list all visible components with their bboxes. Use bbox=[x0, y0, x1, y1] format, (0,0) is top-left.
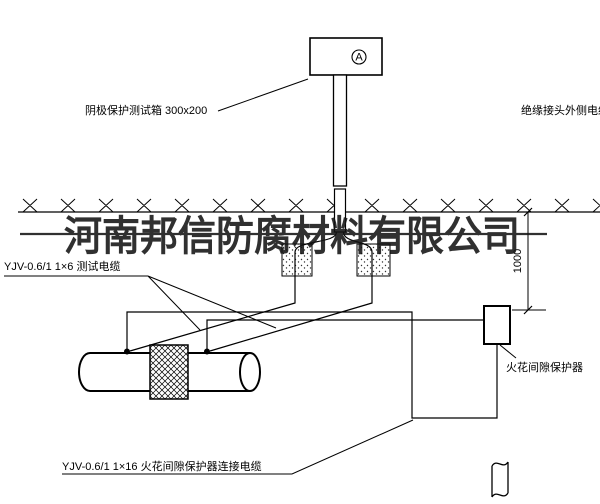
dimension-ticks bbox=[523, 207, 533, 315]
conduit-upper bbox=[332, 74, 348, 187]
spark-protector-label: 火花间隙保护器 bbox=[506, 360, 583, 374]
insulating-joint bbox=[149, 344, 189, 400]
test-cable-label: YJV-0.6/1 1×6 测试电缆 bbox=[4, 260, 120, 273]
pipe-left-cap bbox=[78, 352, 91, 392]
pipe-break-symbol bbox=[491, 461, 509, 498]
weld-point-left bbox=[124, 348, 130, 355]
test-box bbox=[309, 37, 383, 76]
test-box-label: 阴极保护测试箱 300x200 bbox=[85, 103, 207, 117]
test-cable-right bbox=[209, 231, 373, 352]
test-cable-left bbox=[129, 231, 338, 352]
leader-test-box bbox=[217, 78, 309, 112]
watermark-text: 河南邦信防腐材料有限公司 bbox=[64, 212, 520, 260]
weld-point-right bbox=[204, 348, 210, 355]
pipe-right-end bbox=[239, 352, 261, 392]
dimension-text: 1000 bbox=[512, 249, 524, 273]
concrete-block-right bbox=[356, 243, 391, 277]
conduit-lower bbox=[333, 188, 347, 233]
spark-gap-protector bbox=[483, 305, 511, 345]
leader-test-cable bbox=[4, 275, 277, 331]
concrete-block-left bbox=[281, 243, 313, 277]
outer-cable-label: 绝缘接头外侧电缆 bbox=[521, 103, 600, 117]
watermark: 河南邦信防腐材料有限公司 bbox=[20, 212, 547, 260]
ground-hatch-marks bbox=[22, 198, 600, 213]
ammeter-letter: A bbox=[355, 52, 363, 64]
ammeter-symbol bbox=[351, 49, 367, 65]
spark-cable-label: YJV-0.6/1 1×16 火花间隙保护器连接电缆 bbox=[62, 459, 262, 473]
leader-spark-protector bbox=[499, 344, 517, 359]
spark-cable-lower bbox=[126, 311, 498, 419]
leader-spark-cable bbox=[62, 419, 414, 475]
spark-cable-upper bbox=[206, 319, 484, 351]
